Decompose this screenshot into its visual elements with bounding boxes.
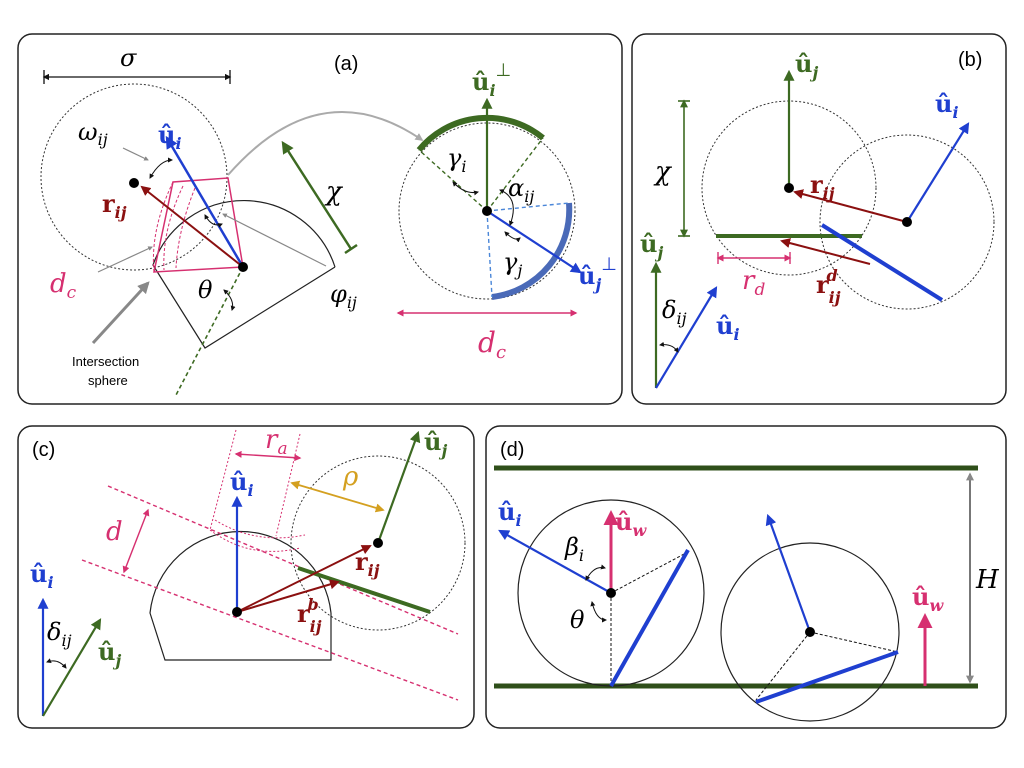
u-j-perp-label: ûj⊥ (578, 254, 617, 294)
ra-dimension (234, 450, 302, 462)
ra-label: ra (265, 425, 288, 459)
chi-label: χ (324, 177, 344, 207)
theta-reference-line (175, 266, 244, 396)
panel-d-frame (485, 425, 1007, 729)
particle-i-body (152, 199, 336, 349)
r-ij-b-label: rijb (297, 595, 322, 636)
panel-b-frame (631, 33, 1007, 405)
dc-label-zoom: dc (478, 326, 506, 363)
u-i-ref-label-b: ûi (716, 311, 740, 344)
u-j-label-b: ûj (795, 49, 818, 82)
r-ij-vector (140, 185, 244, 268)
panel-d: (d) H ûi ûw βi θ ûw (485, 425, 1007, 729)
plane-line-2 (81, 559, 459, 701)
panel-a-label: (a) (334, 53, 358, 75)
particle-i-sphere-b (819, 134, 995, 310)
theta-label-d: θ (570, 606, 585, 634)
u-j-ref-c (42, 618, 102, 717)
phi-label: φij (330, 280, 357, 312)
zoom-circle (398, 122, 576, 300)
u-w-label-1: ûw (615, 507, 647, 540)
beta-label: βi (564, 533, 584, 565)
r-ij-label: rij (102, 189, 127, 222)
intersection-label-2: sphere (88, 373, 128, 388)
particle-2-sphere (720, 542, 900, 722)
panel-a-frame (17, 33, 623, 405)
zoom-center (482, 206, 492, 216)
r-ij-d-label: rijd (816, 266, 841, 307)
u-vector-2 (765, 513, 812, 633)
panel-c-label: (c) (32, 439, 55, 461)
u-i-label-b: ûi (935, 89, 959, 122)
platelet-1 (609, 549, 690, 687)
r-ij-label-c: rij (355, 547, 380, 580)
r-ij-vector-c (236, 545, 372, 613)
panel-a: (a) σ χ (17, 33, 623, 405)
delta-label-b: δij (662, 296, 687, 328)
u-i-ref-label-c: ûi (30, 559, 54, 592)
platelet-j-c (297, 566, 431, 614)
H-label: H (975, 565, 1000, 595)
u-i-ref-b (655, 286, 718, 389)
intersection-label-1: Intersection (72, 354, 139, 369)
platelet-2 (755, 650, 899, 704)
omega-label: ωij (78, 118, 108, 149)
zoom-arrow (227, 111, 424, 176)
r-ij-d-vector (780, 238, 871, 265)
panel-d-label: (d) (500, 439, 524, 461)
particle-j-sphere-c (290, 455, 466, 631)
theta-arc (223, 289, 236, 311)
u-w-label-2: ûw (912, 582, 944, 615)
rho-dimension (290, 480, 385, 513)
chi-label-b: χ (653, 157, 673, 187)
panel-c: (c) d ra ρ ûi ûj rij rijb ûi δij ûj (17, 425, 475, 729)
theta-label: θ (198, 276, 213, 304)
rd-label: rd (742, 266, 765, 300)
delta-label-c: δij (47, 618, 72, 650)
particle-i-center (238, 262, 248, 272)
u-j-vector-c (376, 430, 421, 544)
d-dimension (122, 508, 150, 574)
panel-c-frame (17, 425, 475, 729)
d-label-c: d (106, 517, 123, 547)
u-j-label-c: ûj (424, 427, 447, 460)
gamma-j-label: γj (503, 248, 522, 280)
u-i-vector-b (906, 122, 970, 223)
chi-dimension (281, 140, 353, 250)
u-i-vector-d (498, 529, 612, 594)
dc-label: dc (50, 269, 77, 303)
u-i-label-d: ûi (498, 497, 522, 530)
sigma-label: σ (120, 44, 137, 72)
blue-arc (491, 202, 573, 300)
u-i-vector (165, 135, 245, 268)
platelet-i (820, 223, 944, 302)
u-i-perp-label: ûi⊥ (472, 60, 511, 100)
u-j-ref-label-c: ûj (98, 637, 121, 670)
particle-j-center (129, 178, 139, 188)
r-ij-vector-b (793, 189, 908, 223)
u-j-ref-label-b: ûj (640, 229, 663, 262)
plane-line-1 (107, 485, 459, 635)
u-i-label-c: ûi (230, 467, 254, 500)
green-arc (416, 114, 545, 152)
r-ij-label-b: rij (810, 170, 835, 203)
gamma-i-label: γi (447, 144, 466, 176)
alpha-ij-label: αij (508, 174, 534, 206)
intersection-pointer (91, 281, 150, 345)
panel-b-label: (b) (958, 49, 982, 71)
panel-b: (b) χ rd ûj ûi rij rijd ûj δij ûi (631, 33, 1007, 405)
u-i-label: ûi (158, 120, 182, 153)
rho-label: ρ (342, 462, 359, 492)
r-ij-b-vector (236, 579, 340, 613)
particle-j-sphere (40, 83, 228, 271)
